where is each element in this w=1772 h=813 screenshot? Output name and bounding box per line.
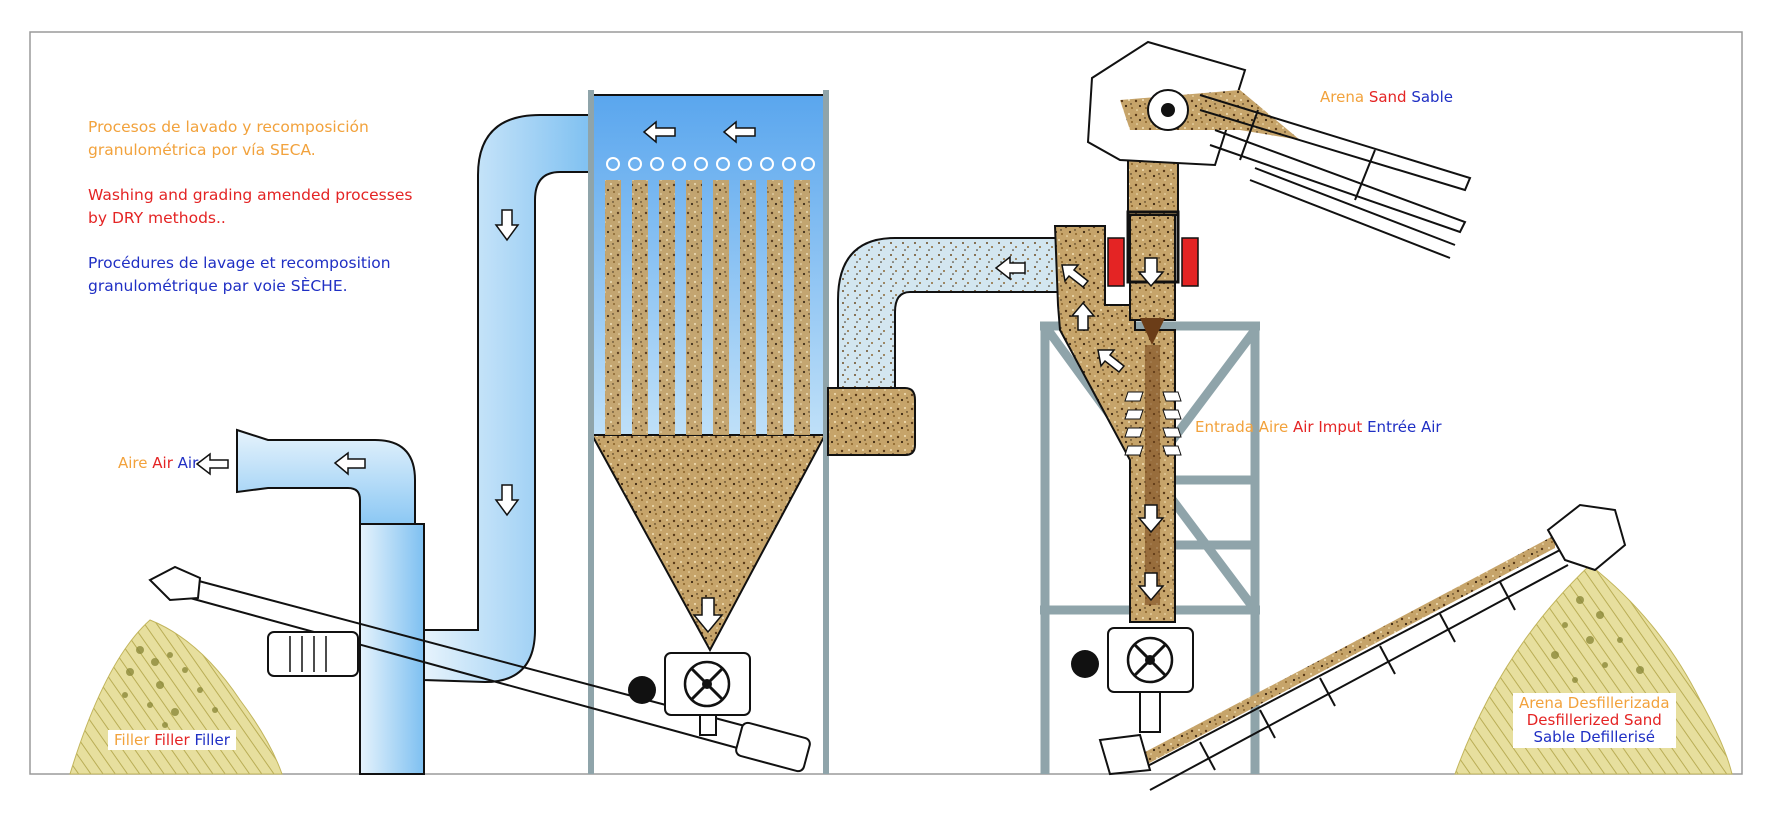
label-sand-out: Arena Desfillerizada Desfillerized Sand … (1513, 693, 1676, 748)
arrow-left-icon (722, 120, 756, 144)
feed-conveyor (1086, 40, 1472, 259)
air-inlet-vanes (1124, 391, 1182, 456)
arrow-upleft-icon (1061, 264, 1090, 289)
intro-es-line-1: Procesos de lavado y recomposición (88, 118, 369, 136)
arrow-down-icon (1137, 257, 1165, 288)
air-return-duct (423, 114, 593, 684)
label-air-out: Aire Air Air (118, 454, 199, 472)
intro-english: Washing and grading amended processes by… (88, 184, 412, 230)
arrow-down-icon (494, 484, 520, 517)
exhaust-duct (236, 428, 425, 775)
intro-french: Procédures de lavage et recomposition gr… (88, 252, 391, 298)
label-filler: Filler Filler Filler (108, 729, 236, 751)
intro-spanish: Procesos de lavado y recomposición granu… (88, 116, 369, 162)
rotary-valve-filter (628, 652, 751, 736)
flow-arrows (195, 120, 1165, 634)
intro-es-line-2: granulométrica por vía SECA. (88, 141, 316, 159)
sand-discharge-conveyor (1098, 503, 1627, 791)
arrow-down-icon (494, 209, 520, 242)
intro-fr-line-1: Procédures de lavage et recomposition (88, 254, 391, 272)
arrow-left-icon (195, 452, 229, 476)
bag-filter (588, 90, 829, 774)
arrow-down-icon (1137, 572, 1165, 602)
arrow-left-icon (333, 451, 366, 476)
arrow-left-icon (642, 120, 676, 144)
arrow-down-icon (692, 597, 724, 634)
intro-fr-line-2: granulométrique par voie SÈCHE. (88, 277, 348, 295)
dust-duct (827, 237, 1059, 456)
intro-en-line-1: Washing and grading amended processes (88, 186, 413, 204)
arrow-up-icon (1070, 301, 1096, 331)
label-sand-in: Arena Sand Sable (1320, 88, 1453, 106)
arrow-down-icon (1137, 504, 1165, 534)
rotary-valve-classifier (1071, 627, 1194, 733)
arrow-left-icon (994, 255, 1026, 281)
arrow-upleft-icon (1097, 349, 1126, 374)
intro-en-line-2: by DRY methods.. (88, 209, 226, 227)
label-air-input: Entrada Aire Air Imput Entrée Air (1195, 418, 1442, 436)
